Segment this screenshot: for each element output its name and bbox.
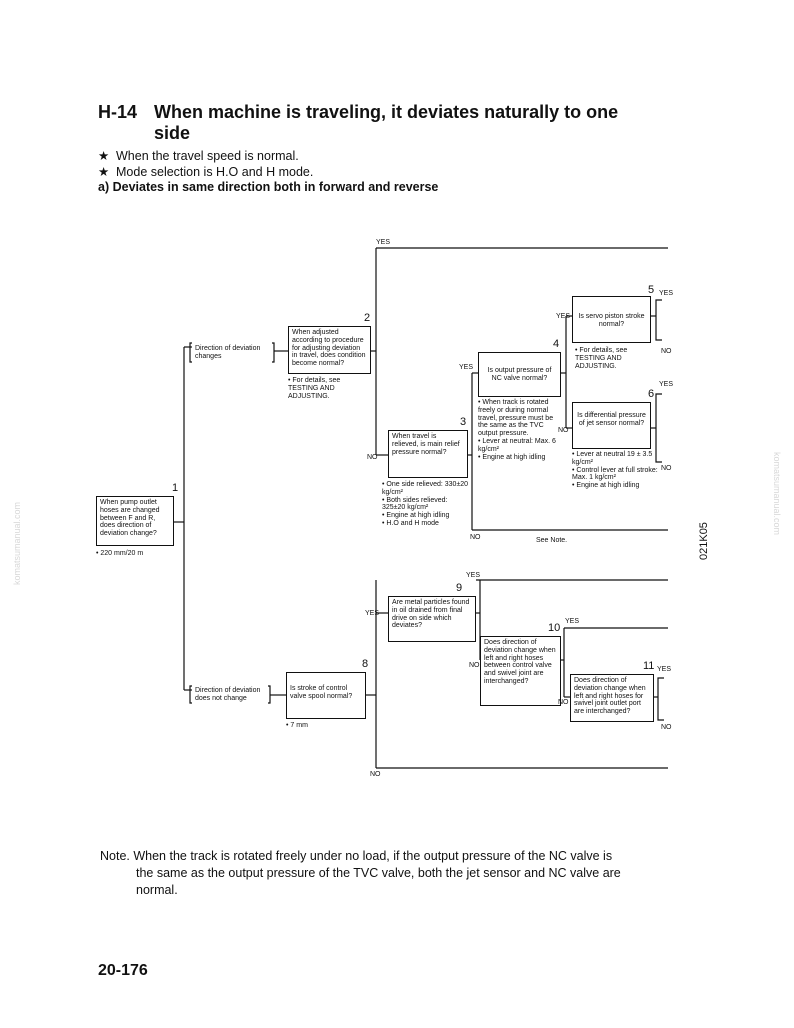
yes-label: YES — [659, 381, 674, 388]
yes-label: YES — [376, 239, 391, 246]
star-icon: ★ — [98, 149, 110, 163]
flow-node-4: Is output pressure of NC valve normal? — [478, 352, 561, 397]
condition-2: ★Mode selection is H.O and H mode. — [98, 165, 314, 179]
yes-label: YES — [459, 364, 474, 371]
flow-node-10: Does direction of deviation change when … — [480, 636, 561, 706]
see-note-label: See Note. — [536, 537, 568, 544]
node-number: 8 — [362, 658, 369, 670]
no-label: NO — [370, 771, 381, 778]
node-number: 10 — [548, 622, 561, 634]
no-label: NO — [558, 427, 569, 434]
node-number: 9 — [456, 582, 463, 594]
condition-1: ★When the travel speed is normal. — [98, 149, 299, 163]
node-3-notes: • One side relieved: 330±20 kg/cm² • Bot… — [382, 481, 469, 527]
yes-label: YES — [365, 610, 380, 617]
node-8-notes: • 7 mm — [286, 722, 308, 729]
node-number: 2 — [364, 312, 371, 324]
node-number: 4 — [553, 338, 560, 350]
node-5-notes: • For details, see TESTING AND ADJUSTING… — [575, 347, 628, 370]
flow-node-8: Is stroke of control valve spool normal? — [286, 672, 366, 719]
flow-node-2: When adjusted according to procedure for… — [288, 326, 371, 374]
node-number: 1 — [172, 482, 179, 494]
side-code: 021K05 — [698, 522, 710, 560]
title-line-1: When machine is traveling, it deviates n… — [154, 102, 619, 122]
node-4-notes: • When track is rotated freely or during… — [478, 399, 556, 461]
node-2-notes: • For details, see TESTING AND ADJUSTING… — [288, 377, 341, 400]
page-number: 20-176 — [98, 962, 148, 979]
no-label: NO — [469, 662, 480, 669]
flow-node-11: Does direction of deviation change when … — [570, 674, 654, 722]
yes-label: YES — [565, 618, 580, 625]
watermark-left: komatsumanual.com — [12, 501, 22, 585]
no-label: NO — [558, 699, 569, 706]
flow-node-1: When pump outlet hoses are changed betwe… — [96, 496, 174, 546]
yes-label: YES — [659, 290, 674, 297]
node-number: 5 — [648, 284, 655, 296]
title-line-2: side — [154, 123, 191, 143]
no-label: NO — [661, 465, 672, 472]
yes-label: YES — [466, 572, 481, 579]
flow-node-3: When travel is relieved, is main relief … — [388, 430, 468, 478]
section-code: H-14 — [98, 102, 138, 122]
branch-changes: Direction of deviation changes — [195, 345, 261, 360]
subheading: a) Deviates in same direction both in fo… — [98, 180, 439, 194]
node-number: 3 — [460, 416, 467, 428]
node-6-notes: • Lever at neutral 19 ± 3.5 kg/cm² • Con… — [572, 451, 658, 490]
no-label: NO — [367, 454, 378, 461]
page-title: H-14 When machine is traveling, it deviat… — [98, 102, 698, 144]
branch-not-change: Direction of deviation does not change — [195, 687, 261, 702]
node-number: 11 — [643, 660, 655, 672]
no-label: NO — [661, 348, 672, 355]
node-number: 6 — [648, 388, 655, 400]
flow-node-9: Are metal particles found in oil drained… — [388, 596, 476, 642]
flow-node-6: Is differential pressure of jet sensor n… — [572, 402, 651, 449]
star-icon: ★ — [98, 165, 110, 179]
node-1-notes: • 220 mm/20 m — [96, 550, 144, 557]
no-label: NO — [470, 534, 481, 541]
flow-node-5: Is servo piston stroke normal? — [572, 296, 651, 343]
footnote: Note. When the track is rotated freely u… — [100, 849, 621, 897]
yes-label: YES — [657, 666, 672, 673]
watermark-right: komatsumanual.com — [772, 452, 782, 536]
no-label: NO — [661, 724, 672, 731]
yes-label: YES — [556, 313, 571, 320]
